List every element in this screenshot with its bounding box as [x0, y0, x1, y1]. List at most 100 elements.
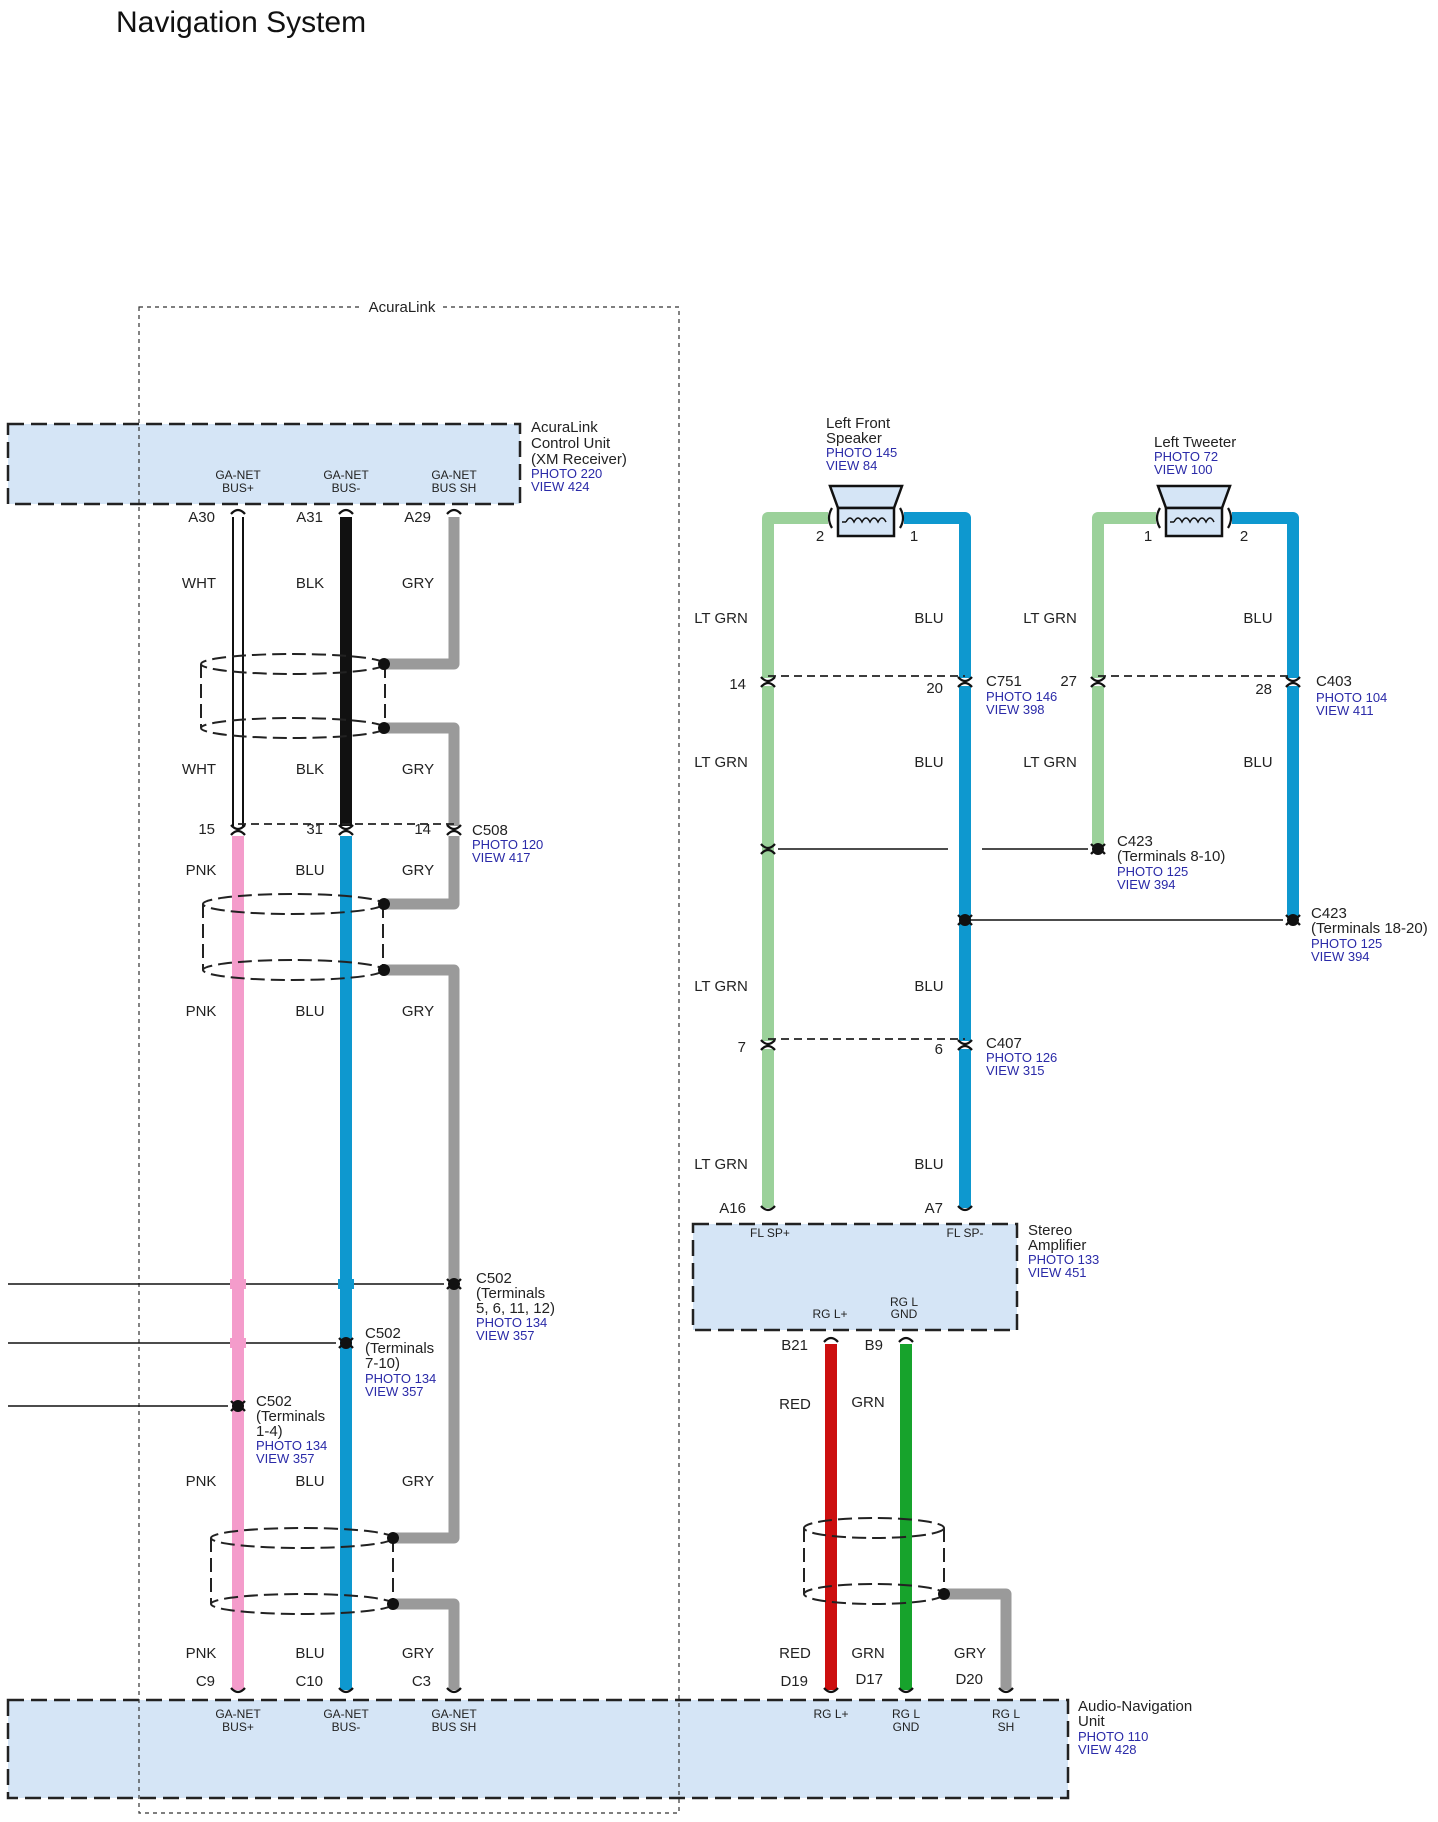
wire-color-label: LT GRN: [694, 754, 748, 771]
photo-ref: PHOTO 220: [531, 466, 602, 481]
view-ref: VIEW 428: [1078, 1742, 1137, 1757]
component-name: Control Unit: [531, 435, 611, 452]
twisted-pair-shield-2: [202, 893, 384, 981]
terminal-label: GA-NET: [431, 468, 477, 482]
acuralink-group-outline: AcuraLink: [138, 296, 680, 1814]
photo-ref: PHOTO 125: [1117, 864, 1188, 879]
wire-color-label: BLU: [1243, 754, 1272, 771]
photo-ref: PHOTO 146: [986, 689, 1057, 704]
wire-color-label: GRY: [402, 761, 434, 778]
pin-number: C3: [412, 1673, 431, 1690]
wire-color-label: GRY: [402, 1003, 434, 1020]
view-ref: VIEW 357: [476, 1328, 535, 1343]
wire-color-label: RED: [779, 1396, 811, 1413]
c407-connector: 7 6 C407 PHOTO 126 VIEW 315: [738, 1035, 1058, 1078]
wire-color-label: BLU: [295, 862, 324, 879]
component-name: Unit: [1078, 1713, 1106, 1730]
c508-connector: 15 31 14 C508 PHOTO 120 VIEW 417: [198, 821, 543, 865]
wire-color-label: PNK: [186, 862, 217, 879]
pin-number: 14: [729, 676, 746, 693]
photo-ref: PHOTO 120: [472, 837, 543, 852]
pin-number: 27: [1060, 673, 1077, 690]
speaker-wire-labels: LT GRN BLU LT GRN BLU LT GRN BLU LT GRN …: [694, 610, 1272, 1173]
terminal-label: SH: [998, 1720, 1015, 1734]
connector-terminals: (Terminals 8-10): [1117, 848, 1225, 865]
terminal-label: BUS+: [222, 1720, 254, 1734]
connector-terminals: (Terminals: [365, 1340, 434, 1357]
acuralink-pins: A30 A31 A29: [188, 509, 431, 526]
c502-bus-plus-connector: C502 (Terminals 1-4) PHOTO 134 VIEW 357: [8, 1393, 327, 1466]
wire-tweeter-plus: [1092, 512, 1156, 846]
left-tweeter: 1 2 Left Tweeter PHOTO 72 VIEW 100: [1144, 434, 1248, 545]
twisted-pair-shield-1: [200, 653, 386, 739]
connector-terminals: 7-10): [365, 1355, 400, 1372]
wire-color-label: BLU: [914, 978, 943, 995]
connector-name: C508: [472, 822, 508, 839]
wire-color-label: BLU: [914, 754, 943, 771]
connector-name: C423: [1117, 833, 1153, 850]
connector-name: C403: [1316, 673, 1352, 690]
photo-ref: PHOTO 110: [1078, 1729, 1148, 1744]
photo-ref: PHOTO 134: [256, 1438, 327, 1453]
terminal-label: GA-NET: [323, 1707, 369, 1721]
terminal-label: GA-NET: [215, 468, 261, 482]
pin-number: 31: [306, 821, 323, 838]
wire-color-label: GRY: [402, 1473, 434, 1490]
c423-ltgrn-connector: C423 (Terminals 8-10) PHOTO 125 VIEW 394: [759, 833, 1225, 892]
terminal-label: BUS-: [332, 1720, 361, 1734]
wire-color-label: BLU: [914, 610, 943, 627]
terminal-label: RG L: [892, 1707, 920, 1721]
wire-color-label: BLU: [295, 1473, 324, 1490]
photo-ref: PHOTO 125: [1311, 936, 1382, 951]
view-ref: VIEW 357: [365, 1384, 424, 1399]
wire-color-label: BLU: [914, 1156, 943, 1173]
acuralink-unit-label: AcuraLink Control Unit (XM Receiver) PHO…: [531, 419, 627, 494]
terminal-label: GA-NET: [323, 468, 369, 482]
pin-number: A16: [719, 1200, 746, 1217]
wire-color-label: WHT: [182, 575, 216, 592]
wire-ganet-shield: [384, 517, 460, 1690]
pin-number: B21: [781, 1337, 808, 1354]
wire-color-label: LT GRN: [694, 978, 748, 995]
view-ref: VIEW 451: [1028, 1265, 1087, 1280]
terminal-label: BUS-: [332, 481, 361, 495]
shield-splice-dots: [378, 658, 399, 1610]
view-ref: VIEW 394: [1311, 949, 1370, 964]
wire-color-label: LT GRN: [1023, 610, 1077, 627]
connector-name: C502: [476, 1270, 512, 1287]
c502-bus-minus-connector: C502 (Terminals 7-10) PHOTO 134 VIEW 357: [8, 1325, 436, 1399]
component-name: (XM Receiver): [531, 451, 627, 468]
pin-number: A31: [296, 509, 323, 526]
wire-color-label: PNK: [186, 1473, 217, 1490]
connector-terminals: 1-4): [256, 1423, 283, 1440]
component-name: Left Front: [826, 415, 891, 432]
view-ref: VIEW 84: [826, 458, 877, 473]
view-ref: VIEW 398: [986, 702, 1045, 717]
terminal-label: BUS SH: [432, 481, 477, 495]
connector-terminals: 5, 6, 11, 12): [476, 1300, 555, 1317]
component-name: Left Tweeter: [1154, 434, 1236, 451]
pin-number: D20: [955, 1671, 983, 1688]
wire-tweeter-minus: [1232, 512, 1299, 918]
terminal-label: RG L+: [813, 1707, 848, 1721]
c502-shield-connector: C502 (Terminals 5, 6, 11, 12) PHOTO 134 …: [8, 1270, 555, 1343]
pin-number: 7: [738, 1039, 746, 1056]
photo-ref: PHOTO 134: [365, 1371, 436, 1386]
c403-connector: 27 28 C403 PHOTO 104 VIEW 411: [1060, 673, 1387, 718]
wire-color-label: BLU: [1243, 610, 1272, 627]
pin-number: 15: [198, 821, 215, 838]
left-wire-labels: WHT BLK GRY WHT BLK GRY PNK BLU GRY PNK …: [182, 575, 434, 1662]
terminal-label: FL SP+: [750, 1226, 790, 1240]
acuralink-terminal-labels: GA-NET BUS+ GA-NET BUS- GA-NET BUS SH: [215, 468, 477, 495]
pin-number: A30: [188, 509, 215, 526]
wire-color-label: BLU: [295, 1645, 324, 1662]
pin-number: D19: [780, 1673, 808, 1690]
wire-color-label: BLK: [296, 761, 324, 778]
audio-navigation-unit-panel: [6, 1698, 1070, 1800]
wire-color-label: GRY: [402, 1645, 434, 1662]
wire-color-label: GRY: [402, 575, 434, 592]
component-name: Speaker: [826, 430, 882, 447]
photo-ref: PHOTO 126: [986, 1050, 1057, 1065]
connector-name: C423: [1311, 905, 1347, 922]
acuralink-group-label: AcuraLink: [369, 299, 436, 316]
